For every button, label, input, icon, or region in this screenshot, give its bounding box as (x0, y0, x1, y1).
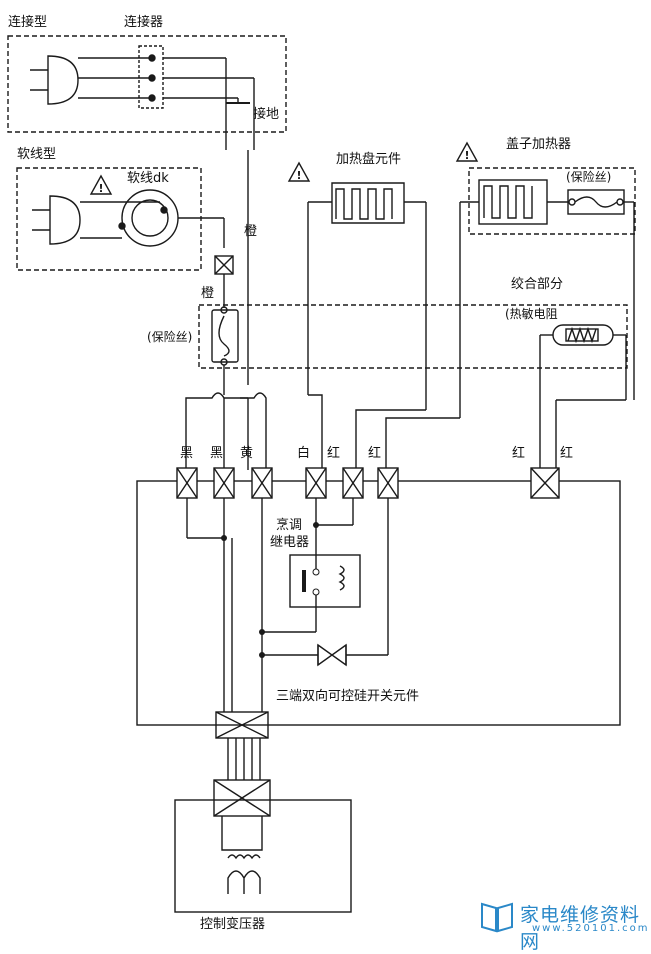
cooking-relay (289, 554, 361, 608)
transformer-outline (174, 799, 352, 913)
terminal-black-2 (213, 467, 235, 499)
watermark: 家电维修资料网 www.520101.com (478, 898, 650, 953)
terminal-white (305, 467, 327, 499)
transformer-label: 控制变压器 (200, 917, 266, 932)
wire-white-label: 白 (297, 446, 311, 461)
wire-yellow-label: 黄 (240, 446, 254, 461)
warning-icon (455, 141, 479, 162)
cord-type-label: 软线型 (17, 147, 57, 162)
connector-label: 连接器 (124, 15, 164, 30)
ground-label: 接地 (253, 107, 280, 122)
wire-red-4-label: 红 (560, 446, 574, 461)
wire-red-2-label: 红 (368, 446, 382, 461)
connector-type-box (7, 35, 287, 133)
twisted-section-box (198, 304, 628, 369)
cord-type-box (16, 167, 202, 271)
orange-wire-label-top: 橙 (244, 224, 258, 239)
board-connector (215, 711, 269, 739)
terminal-row (176, 467, 560, 499)
cord-dk-label: 软线dk (127, 171, 169, 186)
triac-label: 三端双向可控硅开关元件 (276, 689, 420, 704)
watermark-url: www.520101.com (532, 923, 650, 934)
lid-fuse-label: (保险丝) (566, 170, 612, 184)
left-fuse (211, 309, 239, 363)
warning-icon (89, 174, 113, 195)
warning-mark: ! (296, 169, 301, 182)
thermistor-element (552, 324, 614, 346)
relay-label-line2: 继电器 (270, 535, 310, 550)
wire-red-1-label: 红 (327, 446, 341, 461)
connector-block (138, 45, 164, 109)
heater-plate-element (331, 182, 405, 224)
transformer-connector (213, 779, 271, 817)
terminal-red-3 (530, 467, 560, 499)
warning-icon (287, 161, 311, 182)
left-fuse-label: (保险丝) (147, 330, 193, 344)
orange-wire-label-bottom: 橙 (201, 286, 215, 301)
wire-black-1-label: 黑 (180, 446, 194, 461)
thermistor-label: (热敏电阻 (505, 307, 558, 321)
lid-heater-box (468, 167, 636, 235)
book-logo-icon (481, 902, 513, 933)
terminal-red-1 (342, 467, 364, 499)
terminal-yellow (251, 467, 273, 499)
relay-label-line1: 烹调 (276, 518, 303, 533)
heater-plate-label: 加热盘元件 (336, 152, 402, 167)
terminal-black-1 (176, 467, 198, 499)
warning-mark: ! (98, 182, 103, 195)
lid-heater-label: 盖子加热器 (506, 137, 572, 152)
wire-red-3-label: 红 (512, 446, 526, 461)
twisted-section-label: 绞合部分 (511, 277, 564, 292)
connector-type-label: 连接型 (8, 15, 48, 30)
cord-dk-ring (121, 189, 179, 247)
triac-symbol (317, 643, 347, 667)
terminal-red-2 (377, 467, 399, 499)
wire-black-2-label: 黑 (210, 446, 224, 461)
transformer-coil-icon (227, 854, 261, 860)
warning-mark: ! (464, 149, 469, 162)
plug-icon (47, 55, 79, 105)
